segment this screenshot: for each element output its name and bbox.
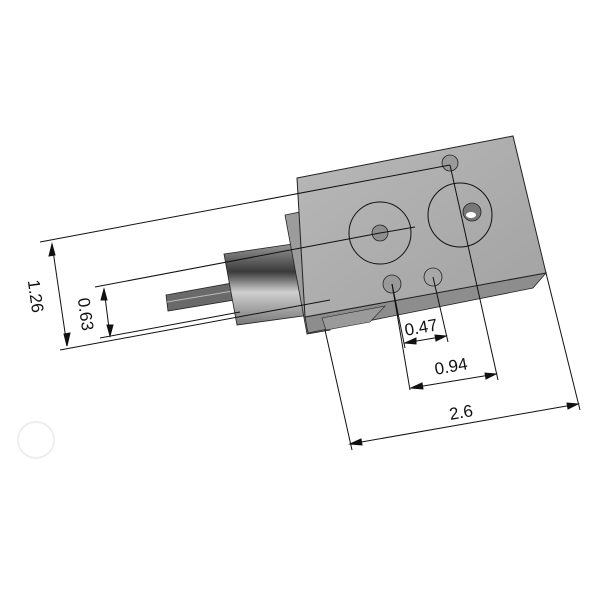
mount-hole-top <box>441 154 459 172</box>
through-hole <box>462 202 482 222</box>
port-circle <box>427 182 493 248</box>
dim-label-shaft-offset: 0.63 <box>74 297 97 332</box>
watermark-icon <box>17 421 55 459</box>
dim-label-overall-length: 2.6 <box>448 401 475 424</box>
dimension-lines <box>48 242 580 446</box>
dim-label-overall-height: 1.26 <box>24 279 47 314</box>
block-features <box>348 154 493 294</box>
main-block <box>296 135 548 334</box>
counterbore-circle <box>348 201 412 265</box>
dim-label-hole-spacing-large: 0.94 <box>433 354 469 378</box>
shaft <box>165 282 235 312</box>
dim-label-hole-spacing-small: 0.47 <box>403 315 439 339</box>
extension-lines <box>39 164 581 451</box>
